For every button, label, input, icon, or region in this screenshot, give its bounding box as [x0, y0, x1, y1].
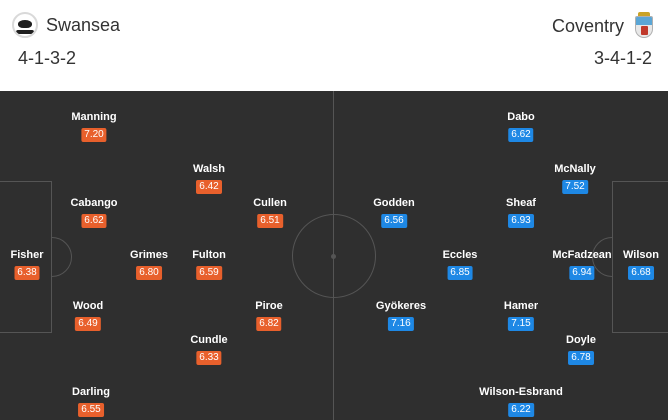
- player-name: Fulton: [192, 249, 226, 261]
- player-rating: 6.68: [628, 266, 654, 280]
- coventry-crest-icon: [632, 12, 656, 40]
- player-name: McFadzean: [552, 249, 612, 261]
- player-name: Cullen: [253, 197, 287, 209]
- player-rating: 7.52: [562, 180, 588, 194]
- player-card[interactable]: McFadzean 6.94: [552, 249, 612, 280]
- player-name: Cundle: [190, 334, 228, 346]
- player-rating: 7.15: [508, 317, 534, 331]
- player-card[interactable]: Fulton 6.59: [192, 249, 226, 280]
- player-name: Gyökeres: [375, 300, 427, 312]
- player-card[interactable]: Walsh 6.42: [193, 163, 225, 194]
- player-name: Darling: [72, 386, 110, 398]
- player-rating: 6.49: [75, 317, 101, 331]
- away-team-name: Coventry: [551, 15, 624, 36]
- player-name: McNally: [554, 163, 596, 175]
- player-card[interactable]: Fisher 6.38: [10, 249, 44, 280]
- player-card[interactable]: Godden 6.56: [373, 197, 415, 228]
- home-formation: 4-1-3-2: [18, 48, 77, 68]
- player-name: Eccles: [442, 249, 478, 261]
- right-penalty-box: [612, 181, 668, 333]
- player-card[interactable]: McNally 7.52: [554, 163, 596, 194]
- player-card[interactable]: Dabo 6.62: [507, 111, 535, 142]
- match-lineup-header: Swansea 4-1-3-2 Coventry 3-4-1-2: [0, 0, 668, 90]
- player-card[interactable]: Doyle 6.78: [566, 334, 596, 365]
- player-rating: 6.42: [196, 180, 222, 194]
- player-name: Cabango: [70, 197, 118, 209]
- player-rating: 6.56: [381, 214, 407, 228]
- away-team[interactable]: Coventry: [552, 12, 656, 40]
- player-name: Wilson: [623, 249, 659, 261]
- player-name: Sheaf: [506, 197, 536, 209]
- player-rating: 6.59: [196, 266, 222, 280]
- player-rating: 6.51: [257, 214, 283, 228]
- player-rating: 6.55: [78, 403, 104, 417]
- player-rating: 6.94: [569, 266, 595, 280]
- player-name: Piroe: [255, 300, 283, 312]
- player-card[interactable]: Grimes 6.80: [130, 249, 168, 280]
- player-rating: 6.62: [81, 214, 107, 228]
- player-card[interactable]: Darling 6.55: [72, 386, 110, 417]
- player-rating: 6.82: [256, 317, 282, 331]
- player-name: Manning: [71, 111, 117, 123]
- player-rating: 6.85: [447, 266, 473, 280]
- player-name: Hamer: [503, 300, 539, 312]
- home-team[interactable]: Swansea: [12, 12, 120, 38]
- player-card[interactable]: Wilson-Esbrand 6.22: [479, 386, 563, 417]
- player-name: Walsh: [193, 163, 225, 175]
- player-name: Doyle: [566, 334, 596, 346]
- player-name: Wilson-Esbrand: [479, 386, 563, 398]
- swansea-crest-icon: [12, 12, 38, 38]
- left-penalty-box: [0, 181, 52, 333]
- player-rating: 7.20: [81, 128, 107, 142]
- player-rating: 6.80: [136, 266, 162, 280]
- player-card[interactable]: Cabango 6.62: [70, 197, 118, 228]
- player-name: Dabo: [507, 111, 535, 123]
- player-rating: 6.78: [568, 351, 594, 365]
- player-card[interactable]: Hamer 7.15: [504, 300, 538, 331]
- player-name: Wood: [72, 300, 104, 312]
- home-team-name: Swansea: [46, 14, 121, 35]
- player-rating: 6.22: [508, 403, 534, 417]
- player-name: Godden: [373, 197, 415, 209]
- player-card[interactable]: Wood 6.49: [73, 300, 103, 331]
- player-card[interactable]: Cullen 6.51: [253, 197, 287, 228]
- player-card[interactable]: Cundle 6.33: [190, 334, 228, 365]
- away-formation: 3-4-1-2: [593, 48, 652, 68]
- pitch: Manning 7.20 Walsh 6.42 Cabango 6.62 Cul…: [0, 91, 668, 420]
- player-name: Fisher: [10, 249, 44, 261]
- player-card[interactable]: Manning 7.20: [71, 111, 117, 142]
- player-rating: 7.16: [388, 317, 414, 331]
- player-rating: 6.38: [14, 266, 40, 280]
- player-card[interactable]: Eccles 6.85: [442, 249, 478, 280]
- center-spot: [331, 254, 336, 259]
- player-card[interactable]: Wilson 6.68: [623, 249, 659, 280]
- player-rating: 6.33: [196, 351, 222, 365]
- player-card[interactable]: Piroe 6.82: [255, 300, 283, 331]
- player-rating: 6.62: [508, 128, 534, 142]
- center-circle: [292, 214, 376, 298]
- player-rating: 6.93: [508, 214, 534, 228]
- player-name: Grimes: [130, 249, 168, 261]
- player-card[interactable]: Sheaf 6.93: [506, 197, 536, 228]
- player-card[interactable]: Gyökeres 7.16: [376, 300, 426, 331]
